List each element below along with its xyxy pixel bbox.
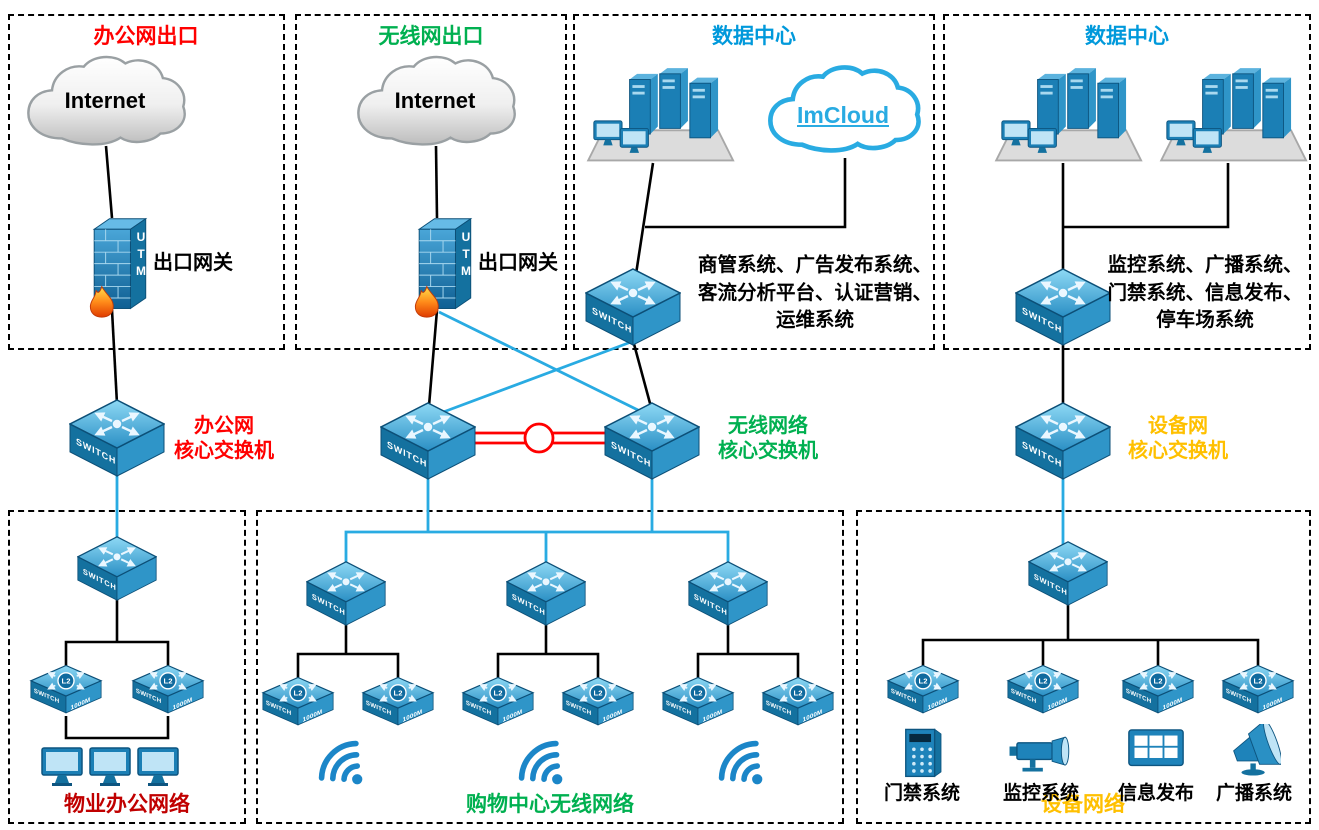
server-farm-dc2-b xyxy=(1148,66,1308,172)
utm-firewall-wireless: UTM xyxy=(413,214,475,319)
camera-icon xyxy=(1008,736,1070,773)
servers-icon xyxy=(575,66,735,172)
l2-label: L2 xyxy=(919,676,928,685)
l2-switch-mall-6: L2 SWITCH 1000M xyxy=(761,676,835,731)
wifi-icon xyxy=(718,740,774,796)
internet-cloud-office: Internet xyxy=(15,52,195,158)
aggregation-link xyxy=(462,422,618,454)
l2-label: L2 xyxy=(694,688,703,697)
l2-switch-property-1: L2 SWITCH 1000M xyxy=(29,664,103,719)
l2-switch-mall-3: L2 SWITCH 1000M xyxy=(461,676,535,731)
stack-link-ring xyxy=(523,422,555,454)
exit-gateway-label-wireless: 出口网关 xyxy=(478,252,558,274)
switch-property-dist: SWITCH xyxy=(77,536,157,601)
surveillance-camera-device xyxy=(1007,728,1075,778)
broadcast-label: 广播系统 xyxy=(1215,783,1292,804)
l2-switch-property-2: L2 SWITCH 1000M xyxy=(131,664,205,719)
l2-label: L2 xyxy=(294,688,303,697)
switch-device-core: SWITCH xyxy=(1015,402,1111,480)
access-control-label: 门禁系统 xyxy=(883,783,960,804)
l2-switch-device-3: L2 SWITCH 1000M xyxy=(1121,664,1195,719)
wireless-core-label: 无线网络 核心交换机 xyxy=(718,415,818,462)
l2-label: L2 xyxy=(164,676,173,685)
l2-label: L2 xyxy=(1254,676,1263,685)
l2-label: L2 xyxy=(62,676,71,685)
broadcast-speaker-device xyxy=(1227,718,1286,779)
utm-label: UTM xyxy=(134,230,148,281)
server-farm-dc2-a xyxy=(983,66,1143,172)
zone-office-exit xyxy=(8,14,285,350)
l2-switch-mall-1: L2 SWITCH 1000M xyxy=(261,676,335,731)
imcloud-label[interactable]: ImCloud xyxy=(797,102,889,128)
l2-label: L2 xyxy=(494,688,503,697)
exit-gateway-label-office: 出口网关 xyxy=(153,252,233,274)
access-control-device xyxy=(898,724,946,780)
office-core-label: 办公网 核心交换机 xyxy=(174,415,274,462)
switch-device-dist: SWITCH xyxy=(1028,541,1108,606)
zone-title-device-network: 设备网络 xyxy=(1041,793,1125,816)
zone-mall-wireless xyxy=(256,510,844,824)
backbone-links xyxy=(115,310,1065,566)
dc1-systems-text: 商管系统、广告发布系统、客流分析平台、认证营销、运维系统 xyxy=(697,254,932,332)
l2-label: L2 xyxy=(1039,676,1048,685)
switch-mall-dist-1: SWITCH xyxy=(306,561,386,626)
switch-mall-dist-3: SWITCH xyxy=(688,561,768,626)
utm-firewall-office: UTM xyxy=(88,214,150,319)
utm-label: UTM xyxy=(459,230,473,281)
zone-title-mall-wireless: 购物中心无线网络 xyxy=(466,793,634,816)
l2-label: L2 xyxy=(794,688,803,697)
internet-label: Internet xyxy=(394,88,476,114)
server-farm-dc1 xyxy=(575,66,735,172)
l2-label: L2 xyxy=(1154,676,1163,685)
display-icon xyxy=(1128,729,1184,767)
device-core-label: 设备网 核心交换机 xyxy=(1128,415,1228,462)
imcloud-cloud: ImCloud xyxy=(758,58,928,168)
access-control-icon xyxy=(905,728,942,778)
speaker-icon xyxy=(1227,718,1286,779)
zone-datacenter-1 xyxy=(573,14,935,350)
l2-switch-device-2: L2 SWITCH 1000M xyxy=(1006,664,1080,719)
info-display-device xyxy=(1127,728,1185,773)
zone-title-property-office: 物业办公网络 xyxy=(64,793,190,816)
switch-wireless-core-left: SWITCH xyxy=(380,402,476,480)
zone-title-wireless-exit: 无线网出口 xyxy=(378,25,484,48)
l2-switch-mall-4: L2 SWITCH 1000M xyxy=(561,676,635,731)
l2-label: L2 xyxy=(594,688,603,697)
l2-switch-mall-5: L2 SWITCH 1000M xyxy=(661,676,735,731)
switch-datacenter-2: SWITCH xyxy=(1015,268,1111,346)
internet-cloud-wireless: Internet xyxy=(345,52,525,158)
wifi-icon xyxy=(318,740,374,796)
zone-device-network xyxy=(856,510,1311,824)
l2-label: L2 xyxy=(394,688,403,697)
dc2-systems-text: 监控系统、广播系统、门禁系统、信息发布、停车场系统 xyxy=(1107,254,1303,332)
zone-datacenter-2 xyxy=(943,14,1311,350)
l2-switch-device-4: L2 SWITCH 1000M xyxy=(1221,664,1295,719)
zone-wireless-exit xyxy=(295,14,567,350)
switch-mall-dist-2: SWITCH xyxy=(506,561,586,626)
zone-title-datacenter-1: 数据中心 xyxy=(712,25,796,48)
wifi-signal-3 xyxy=(718,740,774,796)
standard-links xyxy=(64,145,1260,740)
zone-title-datacenter-2: 数据中心 xyxy=(1085,25,1169,48)
info-display-label: 信息发布 xyxy=(1117,783,1194,804)
l2-switch-mall-2: L2 SWITCH 1000M xyxy=(361,676,435,731)
servers-icon xyxy=(983,66,1143,172)
l2-switch-device-1: L2 SWITCH 1000M xyxy=(886,664,960,719)
switch-datacenter-1: SWITCH xyxy=(585,268,681,346)
internet-label: Internet xyxy=(64,88,146,114)
wifi-signal-1 xyxy=(318,740,374,796)
servers-icon xyxy=(1148,66,1308,172)
switch-office-core: SWITCH xyxy=(69,399,165,477)
surveillance-label: 监控系统 xyxy=(1002,783,1079,804)
zone-title-office-exit: 办公网出口 xyxy=(93,25,199,48)
zone-property-office xyxy=(8,510,246,824)
switch-wireless-core-right: SWITCH xyxy=(604,402,700,480)
